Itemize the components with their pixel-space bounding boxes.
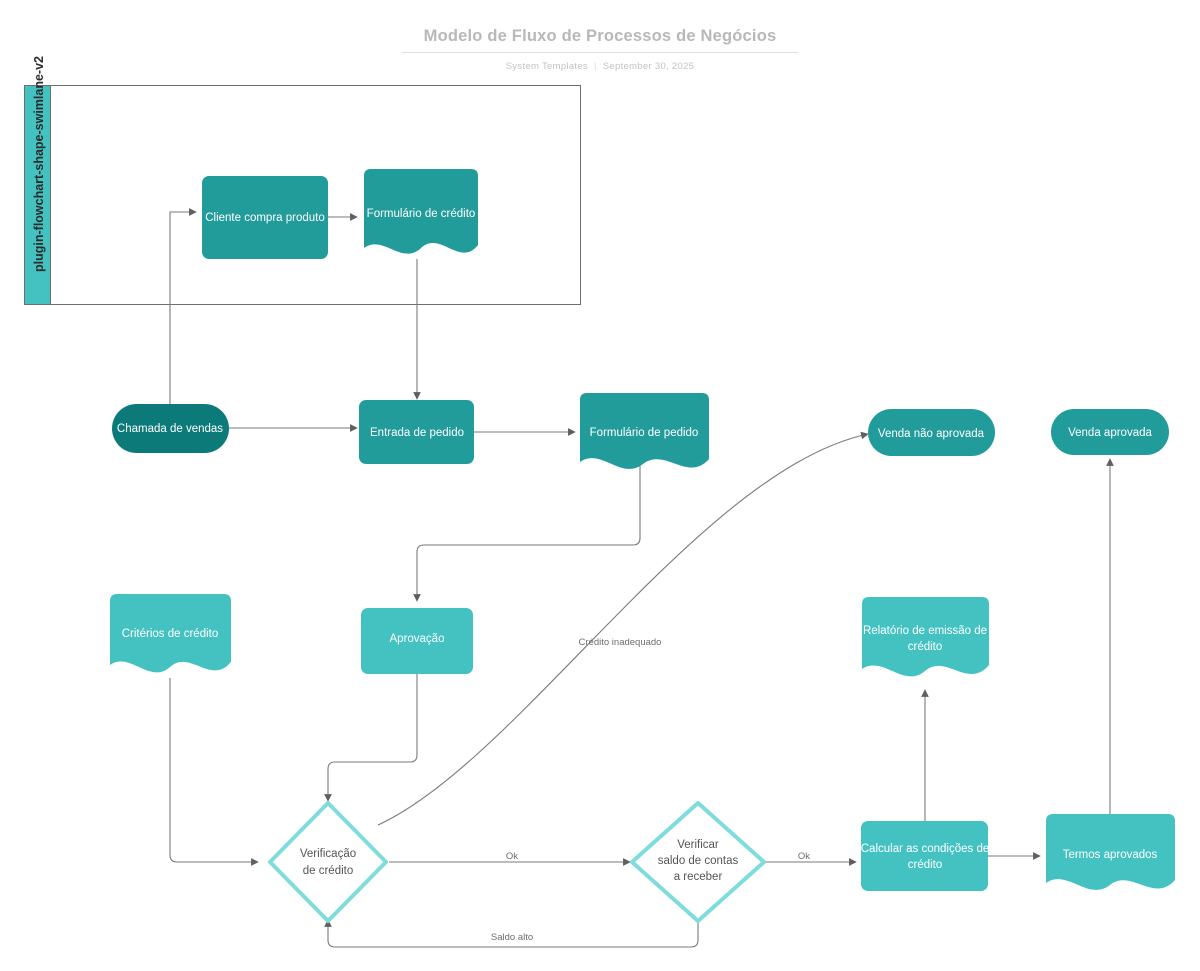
node-chamada-de-vendas[interactable]: Chamada de vendas <box>112 404 229 453</box>
node-termos-aprovados[interactable]: Termos aprovados <box>1046 814 1175 890</box>
edge-label-ok-1: Ok <box>506 851 518 862</box>
node-label: Formulário de pedido <box>590 427 699 439</box>
node-formulario-de-pedido[interactable]: Formulário de pedido <box>580 393 709 469</box>
node-label: Aprovação <box>390 633 445 645</box>
node-formulario-de-credito[interactable]: Formulário de crédito <box>364 169 478 254</box>
edge-formpedido-to-aprovacao <box>413 462 641 602</box>
node-cliente-compra-produto[interactable]: Cliente compra produto <box>202 176 328 259</box>
node-criterios-de-credito[interactable]: Critérios de crédito <box>110 594 231 673</box>
node-label-line-2: saldo de contas <box>658 855 739 867</box>
node-label-line-1: Relatório de emissão de <box>863 625 987 637</box>
edge-chamada-to-cliente <box>169 208 197 404</box>
node-label: Entrada de pedido <box>370 427 464 439</box>
edge-verifsaldo-to-verifcredito-loop <box>324 919 699 948</box>
subtitle-date: September 30, 2025 <box>602 61 695 72</box>
node-label-line-3: a receber <box>674 871 723 883</box>
node-label: Termos aprovados <box>1063 849 1158 861</box>
node-label: Chamada de vendas <box>117 423 223 435</box>
node-shape-decision <box>268 801 388 923</box>
subtitle-separator: | <box>593 61 597 72</box>
edge-criterios-to-verifcredito <box>169 678 259 866</box>
node-label-line-2: crédito <box>908 859 943 871</box>
node-shape-terminal <box>868 409 995 456</box>
node-venda-aprovada[interactable]: Venda aprovada <box>1051 409 1169 455</box>
node-label: Venda aprovada <box>1068 427 1152 439</box>
edge-layer <box>169 208 1114 948</box>
edge-label-ok-2: Ok <box>798 851 810 862</box>
swimlane-title: plugin-flowchart-shape-swimlane-v2 <box>32 56 46 272</box>
edge-aprovacao-to-verifcredito <box>324 674 418 802</box>
edge-label-layer: Crédito inadequado Ok Ok Saldo alto <box>491 637 810 943</box>
node-label: Formulário de crédito <box>367 208 476 220</box>
node-shape-document <box>364 169 478 254</box>
node-venda-nao-aprovada[interactable]: Venda não aprovada <box>868 409 995 456</box>
edge-label-credito-inadequado: Crédito inadequado <box>579 637 662 648</box>
page-header: Modelo de Fluxo de Processos de Negócios… <box>0 0 1200 72</box>
page-subtitle: System Templates | September 30, 2025 <box>0 61 1200 72</box>
node-label: Cliente compra produto <box>205 212 325 224</box>
node-shape-document <box>580 393 709 469</box>
node-shape-process <box>359 400 474 464</box>
node-label: Venda não aprovada <box>878 428 985 440</box>
node-verificar-saldo-contas-receber[interactable]: Verificar saldo de contas a receber <box>630 801 766 923</box>
node-label-line-1: Verificar <box>677 839 719 851</box>
page-title: Modelo de Fluxo de Processos de Negócios <box>401 27 799 53</box>
node-label-line-1: Verificação <box>300 848 356 860</box>
node-aprovacao[interactable]: Aprovação <box>361 608 473 674</box>
node-relatorio-emissao-credito[interactable]: Relatório de emissão de crédito <box>862 597 989 677</box>
node-shape-document <box>1046 814 1175 890</box>
node-label-line-2: crédito <box>908 641 943 653</box>
node-shape-terminal <box>1051 409 1169 455</box>
edge-label-saldo-alto: Saldo alto <box>491 932 533 943</box>
node-shape-process <box>361 608 473 674</box>
node-label: Critérios de crédito <box>122 628 219 640</box>
node-shape-document <box>862 597 989 677</box>
node-calcular-condicoes-credito[interactable]: Calcular as condições de crédito <box>861 821 990 891</box>
node-label-line-1: Calcular as condições de <box>861 843 990 855</box>
node-shape-process <box>202 176 328 259</box>
node-verificacao-de-credito[interactable]: Verificação de crédito <box>268 801 388 923</box>
node-entrada-de-pedido[interactable]: Entrada de pedido <box>359 400 474 464</box>
node-label-line-2: de crédito <box>303 865 354 877</box>
swimlane-header-bar <box>24 85 51 305</box>
node-shape-document <box>110 594 231 673</box>
node-shape-terminal <box>112 404 229 453</box>
node-shape-process <box>861 821 988 891</box>
node-shape-decision <box>630 801 766 923</box>
subtitle-source: System Templates <box>505 61 588 72</box>
edge-verifcredito-to-vendanaoaprovada <box>377 431 869 826</box>
